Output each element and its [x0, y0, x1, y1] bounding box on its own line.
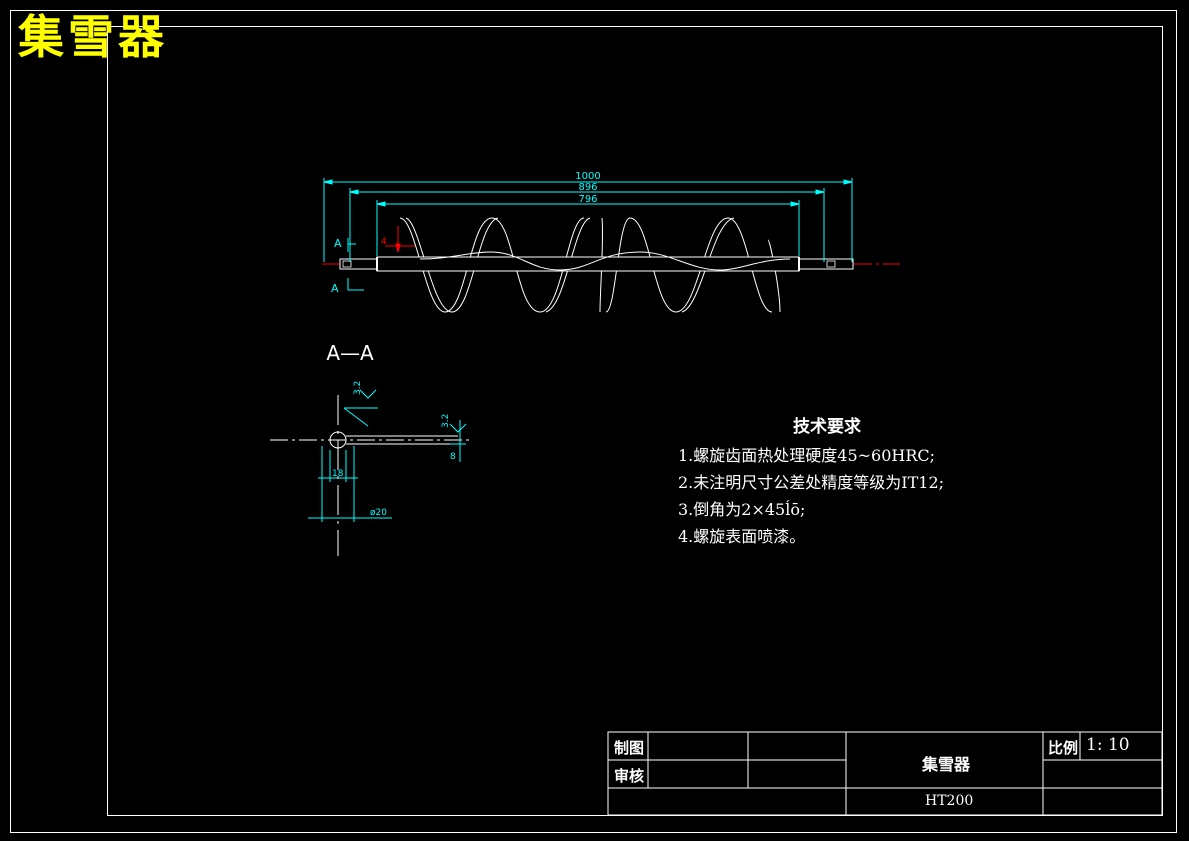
dim-flight-span: 796 — [578, 194, 597, 205]
section-mark-bottom: A — [331, 282, 339, 295]
section-mark-top: A — [334, 237, 342, 250]
tb-drawn-label: 制图 — [614, 739, 645, 757]
tb-scale-label: 比例 — [1048, 739, 1079, 757]
flight-root — [419, 251, 791, 271]
dim-bearing-span: 896 — [578, 182, 597, 193]
tech-req-title: 技术要求 — [793, 417, 861, 437]
helix-flight-front — [399, 217, 773, 313]
outer-border — [10, 10, 1177, 833]
surface-finish-2: 3.2 — [441, 414, 451, 428]
keyway-left — [342, 260, 352, 268]
tb-scale-value: 1: 10 — [1086, 735, 1130, 755]
dim-key-depth: 8 — [450, 452, 456, 462]
dimension-lines — [323, 178, 853, 262]
section-view — [270, 389, 470, 556]
shaft-end-left — [339, 258, 378, 270]
dim-shaft-dia: ø20 — [370, 508, 387, 518]
keyway-right — [826, 260, 836, 268]
tech-req-item-3: 3.倒角为2×45ĺō; — [678, 500, 806, 519]
dim-section-width: 18 — [332, 469, 344, 479]
dim-small: 4 — [381, 237, 387, 247]
tb-part-name: 集雪器 — [922, 755, 971, 774]
section-cut-marks — [347, 238, 364, 291]
drawing-title: 集雪器 — [18, 10, 168, 64]
tech-req-item-2: 2.未注明尺寸公差处精度等级为IT12; — [678, 473, 945, 492]
shaft-section — [329, 431, 347, 449]
flight-thickness-mark — [385, 226, 415, 253]
section-dims — [308, 389, 467, 522]
tech-req-item-4: 4.螺旋表面喷漆。 — [678, 527, 806, 546]
title-block — [607, 731, 1163, 816]
tb-material: HT200 — [925, 793, 974, 809]
dim-overall: 1000 — [575, 171, 600, 182]
tech-req-item-1: 1.螺旋齿面热处理硬度45~60HRC; — [678, 446, 936, 465]
shaft-end-right — [798, 258, 854, 270]
section-view-label: A—A — [326, 341, 374, 365]
surface-finish-1: 3.2 — [353, 381, 363, 395]
auger-main-view — [322, 178, 900, 313]
tb-checked-label: 审核 — [614, 767, 645, 785]
